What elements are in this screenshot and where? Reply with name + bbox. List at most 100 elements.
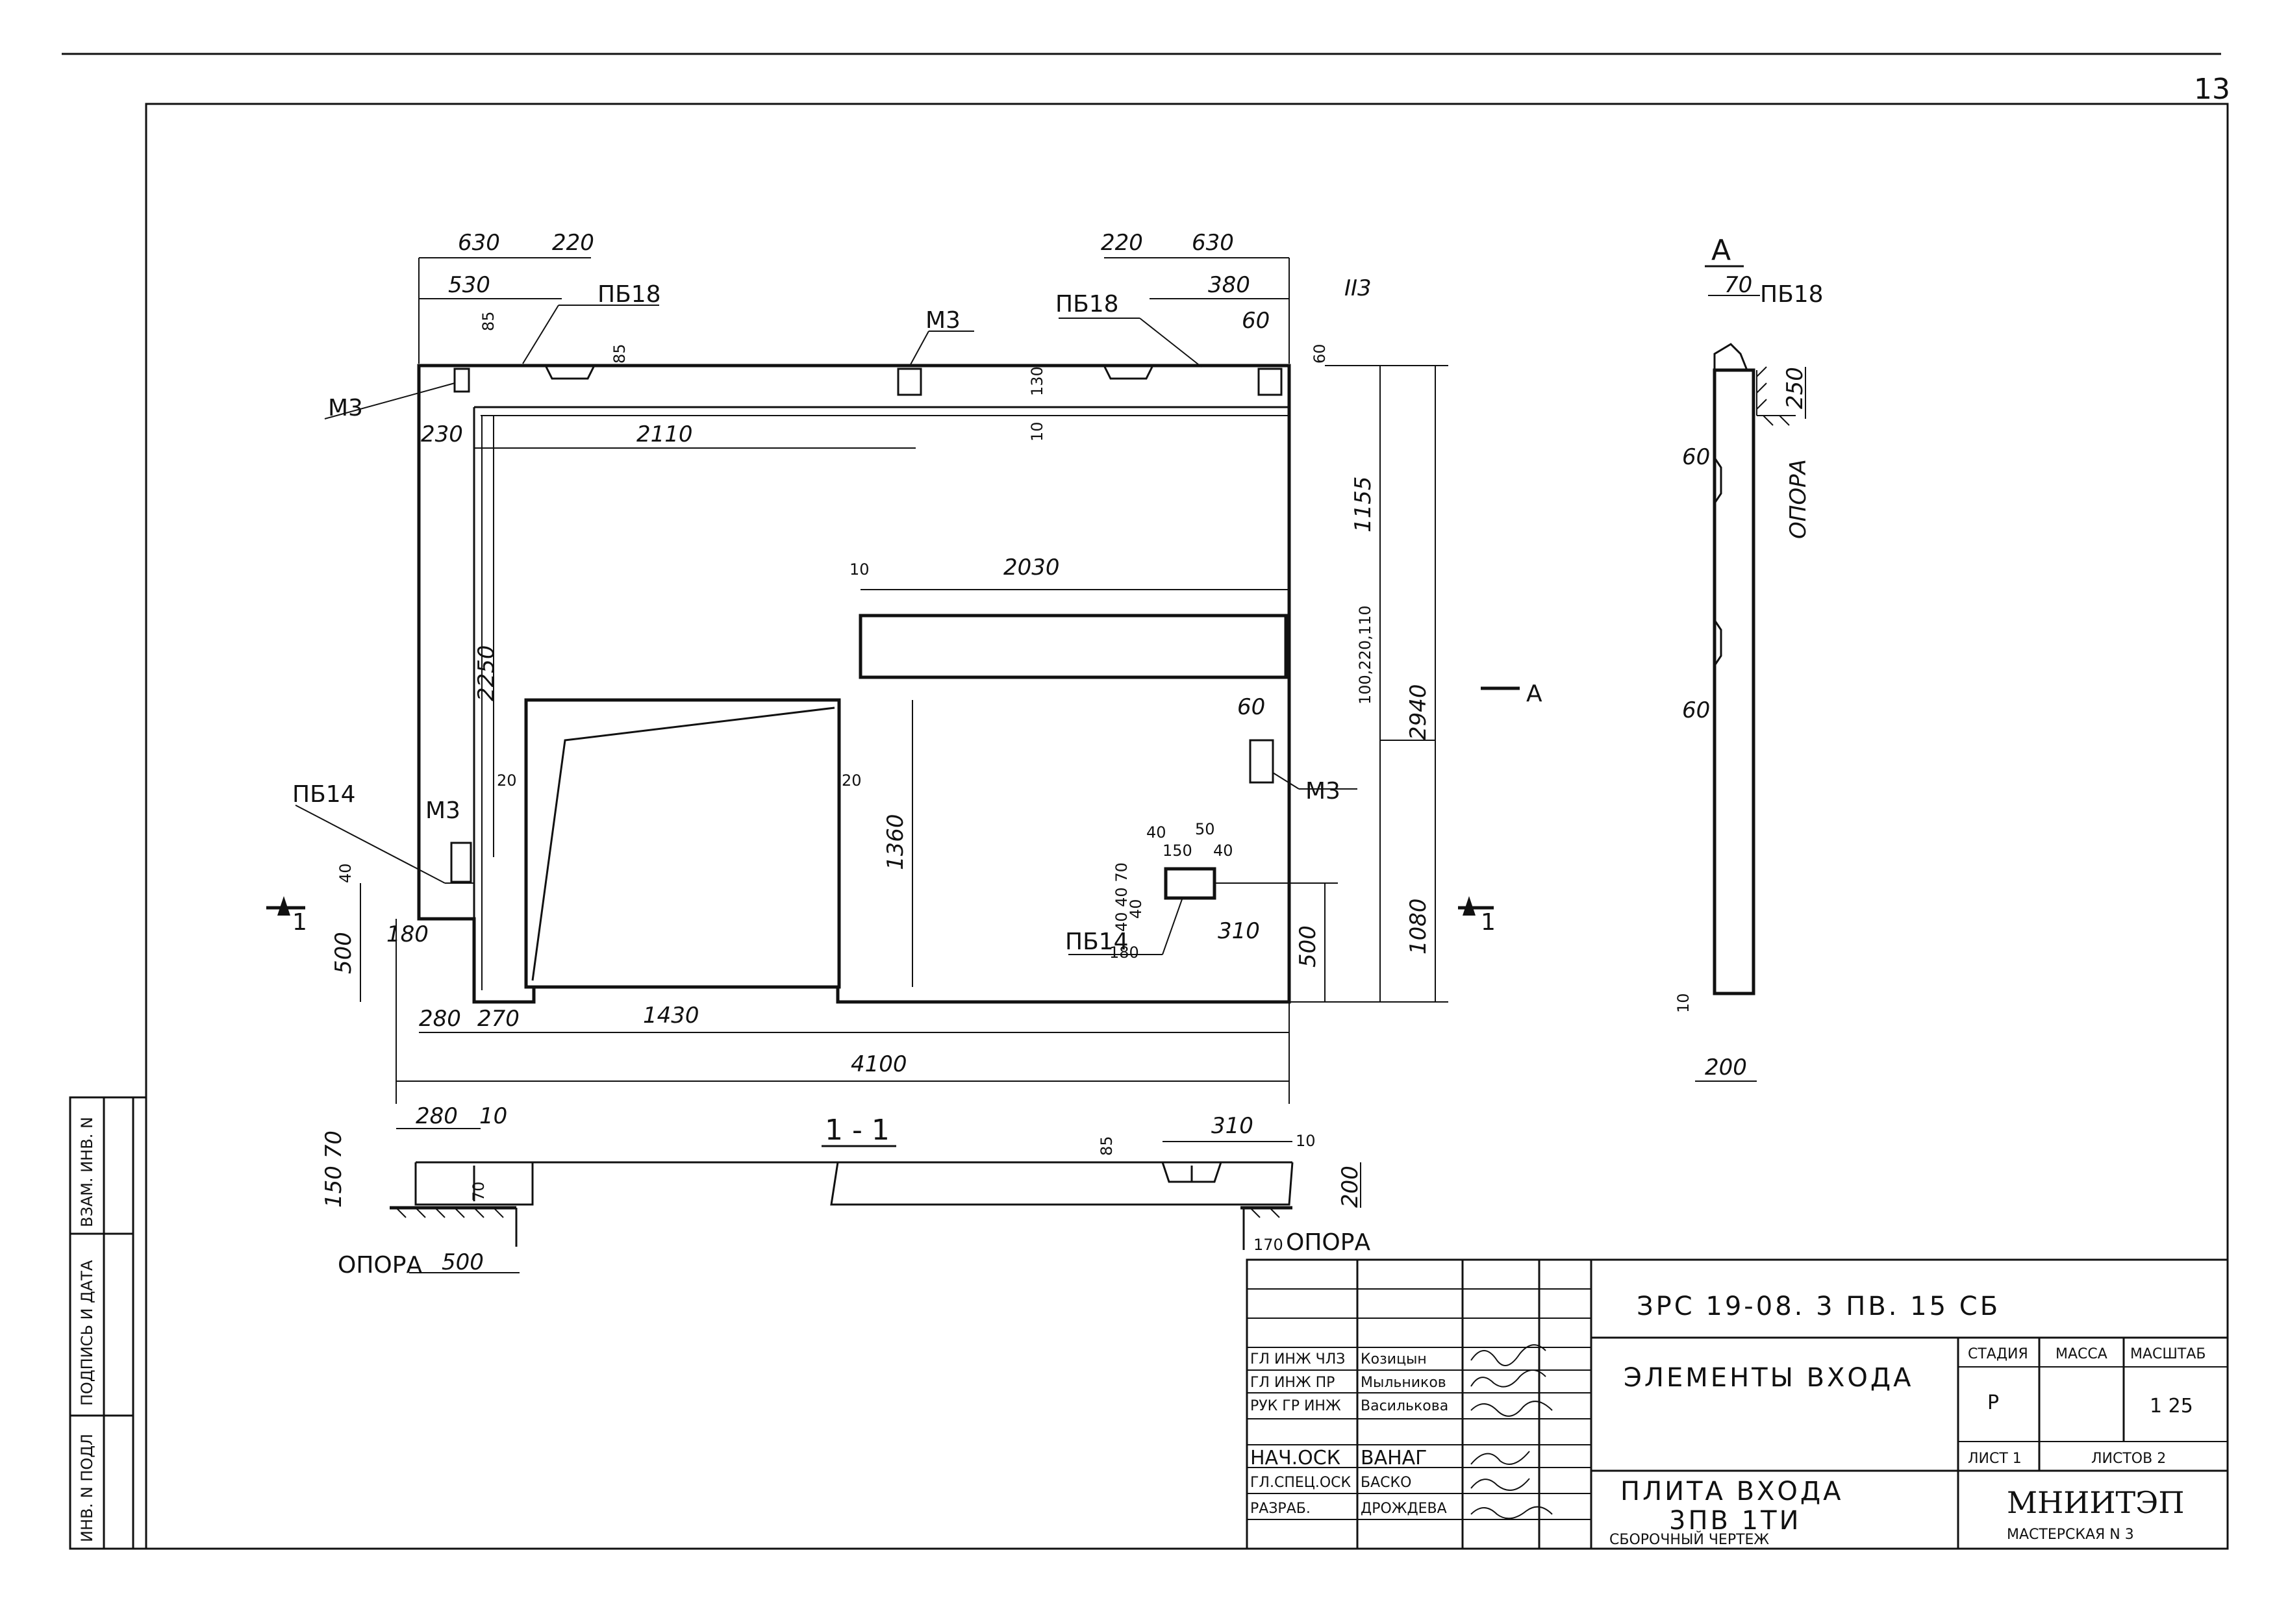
tb-name-2: Мыльников <box>1361 1375 1446 1391</box>
dim-4100: 4100 <box>851 1051 907 1077</box>
dim-20-a: 20 <box>497 771 517 790</box>
notch-right <box>1103 365 1154 380</box>
tb-role-3: РУК ГР ИНЖ <box>1250 1398 1341 1414</box>
tb-role-4: НАЧ.ОСК <box>1250 1447 1340 1469</box>
dim-85-b: 85 <box>610 344 629 364</box>
side-view-notch-2 <box>1713 619 1722 666</box>
label-m3-mid: М3 <box>425 797 460 824</box>
plan-leaders <box>295 305 1357 955</box>
tb-name-4: ВАНАГ <box>1361 1447 1427 1469</box>
dim-1430: 1430 <box>643 1003 699 1029</box>
section-arrow-left <box>277 896 290 916</box>
dim-630-left: 630 <box>458 230 500 256</box>
side-label-pb18: ПБ18 <box>1760 281 1824 308</box>
tb-role-6: РАЗРАБ. <box>1250 1501 1311 1517</box>
dim-60-side: 60 <box>1311 344 1329 364</box>
tb-sheet: ЛИСТ 1 <box>1968 1451 2022 1467</box>
dim-130: 130 <box>1028 366 1046 396</box>
side-view-a: А 70 ПБ18 250 60 60 ОПОРА 10 200 <box>1674 234 1824 1082</box>
small-dim-50: 50 <box>1195 820 1215 838</box>
dim-2250: 2250 <box>473 645 499 701</box>
dim-220-right: 220 <box>1101 230 1143 256</box>
section-dim-70: 70 <box>470 1181 488 1201</box>
side-stamp-vzam: ВЗАМ. ИНВ. N <box>78 1117 96 1227</box>
tb-drawing-title: ПЛИТА ВХОДА <box>1620 1477 1844 1506</box>
label-pb14-mid: ПБ14 <box>1065 929 1129 955</box>
dim-stack: 100,220,110 <box>1356 605 1374 705</box>
dim-380: 380 <box>1208 272 1250 298</box>
side-support: ОПОРА <box>1785 459 1811 539</box>
section-support-right-hatch <box>1240 1206 1292 1250</box>
dim-280: 280 <box>419 1006 461 1032</box>
dim-530: 530 <box>448 272 490 298</box>
dim-500-left: 500 <box>331 932 357 974</box>
stack-small: 40 40 70 <box>1113 862 1131 932</box>
section-support-right: ОПОРА <box>1286 1229 1370 1256</box>
side-stamp-inv: ИНВ. N ПОДЛ <box>78 1434 96 1542</box>
m3-top-mid <box>897 368 922 396</box>
notch-left <box>544 365 596 380</box>
tb-scale: 1 25 <box>2150 1395 2193 1418</box>
dim-310: 310 <box>1218 918 1260 944</box>
dim-20-b: 20 <box>842 771 862 790</box>
section-dim-500: 500 <box>442 1249 484 1275</box>
side-stamp-sign: ПОДПИСЬ И ДАТА <box>78 1260 96 1406</box>
side-dim-70: 70 <box>1724 272 1752 298</box>
dim-270: 270 <box>477 1006 520 1032</box>
tb-name-1: Козицын <box>1361 1351 1427 1368</box>
section-dim-10-b: 10 <box>1296 1132 1316 1150</box>
section-1-1: 1 - 1 280 10 150 70 70 <box>321 1103 1370 1279</box>
dim-2110: 2110 <box>636 421 693 447</box>
drawing-frame <box>145 103 2229 1550</box>
label-pb18-left: ПБ18 <box>597 281 661 308</box>
section-dim-150-70: 150 70 <box>321 1131 347 1208</box>
sheet-number: 13 <box>2194 73 2230 106</box>
dim-60-right: 60 <box>1237 694 1265 720</box>
plan-outline <box>417 364 1291 1004</box>
section-mark-left: 1 <box>292 909 307 936</box>
small-dim-40: 40 <box>1146 823 1166 842</box>
dim-85-a: 85 <box>479 311 497 331</box>
tb-stage: Р <box>1987 1392 1999 1414</box>
dim-180: 180 <box>386 921 429 947</box>
tb-org: МНИИТЭП <box>2007 1485 2184 1520</box>
tb-name-5: БАСКО <box>1361 1475 1411 1491</box>
small-dim-150: 150 <box>1163 842 1192 860</box>
m3-left <box>450 842 472 883</box>
stray-mark: ΙΙ3 <box>1344 275 1372 301</box>
section-dim-280: 280 <box>416 1103 458 1129</box>
dim-500-right: 500 <box>1295 925 1321 968</box>
side-dim-60-b: 60 <box>1682 697 1710 723</box>
tb-col-scale: МАСШТАБ <box>2130 1346 2206 1362</box>
step-rect <box>859 614 1288 679</box>
section-dim-10-a: 10 <box>479 1103 507 1129</box>
label-m3-top: М3 <box>925 307 961 334</box>
door-opening <box>524 698 841 989</box>
view-arrow-label: А <box>1526 681 1542 707</box>
tb-sheets: ЛИСТОВ 2 <box>2091 1451 2166 1467</box>
dim-40-left: 40 <box>336 863 355 883</box>
tb-workshop: МАСТЕРСКАЯ N 3 <box>2007 1527 2134 1543</box>
side-view-outline <box>1713 368 1755 995</box>
dim-2030: 2030 <box>1003 555 1060 581</box>
dim-1155: 1155 <box>1350 476 1376 532</box>
tb-name-6: ДРОЖДЕВА <box>1361 1501 1447 1517</box>
tb-project: ЭЛЕМЕНТЫ ВХОДА <box>1624 1363 1914 1393</box>
tb-role-1: ГЛ ИНЖ ЧЛЗ <box>1250 1351 1345 1368</box>
m3-top-right <box>1257 368 1283 396</box>
tb-drawing-type: СБОРОЧНЫЙ ЧЕРТЕЖ <box>1609 1531 1769 1548</box>
tb-col-stage: СТАДИЯ <box>1968 1346 2028 1362</box>
section-dim-85: 85 <box>1098 1136 1116 1156</box>
tb-col-mass: МАССА <box>2055 1346 2107 1362</box>
m3-right <box>1249 739 1274 784</box>
dim-630-right: 630 <box>1192 230 1234 256</box>
section-mark-right: 1 <box>1481 909 1496 936</box>
side-dim-200: 200 <box>1705 1055 1747 1081</box>
plan-dimension-lines <box>360 257 1448 1104</box>
dim-1080: 1080 <box>1405 898 1431 955</box>
section-title: 1 - 1 <box>825 1114 890 1147</box>
section-dim-170: 170 <box>1253 1236 1283 1254</box>
dim-1360: 1360 <box>883 814 909 870</box>
dim-60-top: 60 <box>1242 308 1270 334</box>
